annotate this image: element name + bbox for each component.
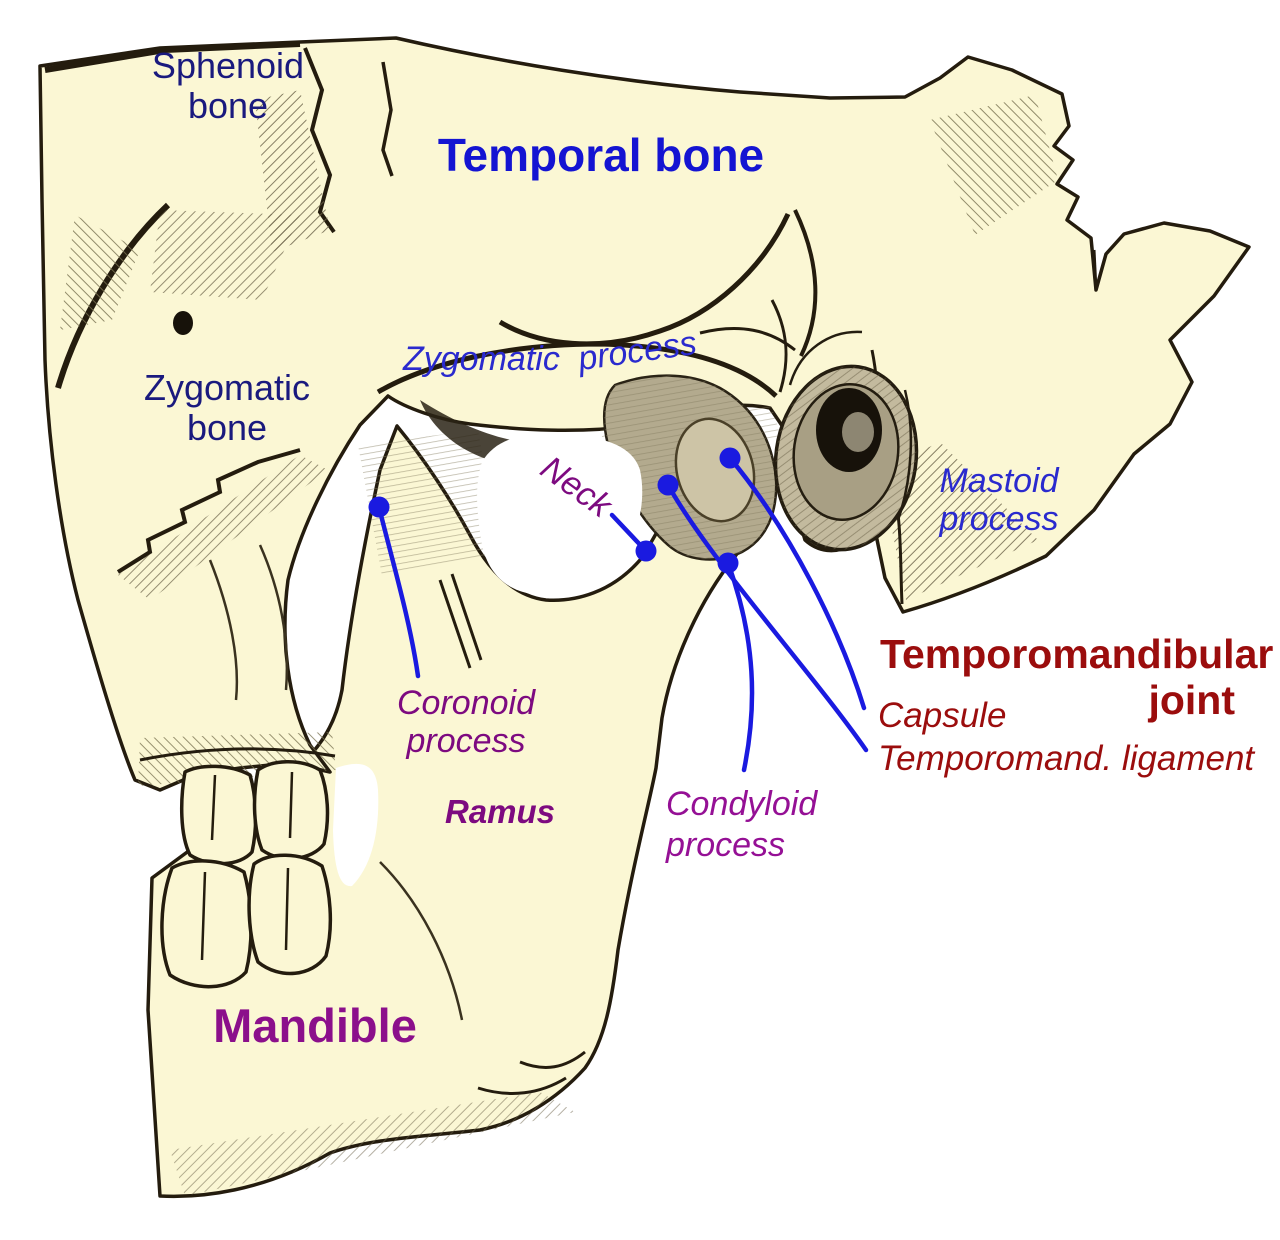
label-temporomandibular-joint: Temporomandibular joint bbox=[880, 631, 1274, 723]
coronoid-dot bbox=[368, 496, 390, 518]
label-zygomatic-bone: Zygomatic bone bbox=[143, 367, 311, 449]
label-coronoid-process: Coronoid process bbox=[397, 684, 535, 761]
label-mandible: Mandible bbox=[213, 999, 417, 1052]
label-capsule: Capsule bbox=[878, 696, 1007, 735]
teeth bbox=[160, 760, 333, 989]
label-zygomatic-process: Zygomatic process bbox=[403, 323, 700, 379]
neck-dot bbox=[635, 540, 657, 562]
mandible-bone bbox=[146, 424, 767, 1199]
label-mastoid-process: Mastoid process bbox=[939, 462, 1059, 539]
label-temporomandibular-ligament: Temporomand. ligament bbox=[878, 739, 1255, 778]
label-sphenoid-bone: Sphenoid bone bbox=[151, 45, 305, 127]
capsule-dot bbox=[719, 447, 741, 469]
background-gaps bbox=[333, 433, 643, 887]
condyloid-dot bbox=[717, 552, 739, 574]
joint-capsule-region bbox=[602, 374, 778, 561]
capsule-leader-line bbox=[727, 455, 867, 711]
label-condyloid-process: Condyloid process bbox=[666, 785, 818, 864]
label-ramus: Ramus bbox=[444, 793, 556, 830]
coronoid-leader-line bbox=[376, 504, 421, 679]
label-temporal-bone: Temporal bone bbox=[437, 129, 765, 181]
condyloid-leader-line bbox=[725, 560, 755, 773]
ear-canal bbox=[773, 330, 919, 552]
ligament-dot bbox=[657, 474, 679, 496]
ligament-leader-line bbox=[665, 482, 869, 753]
